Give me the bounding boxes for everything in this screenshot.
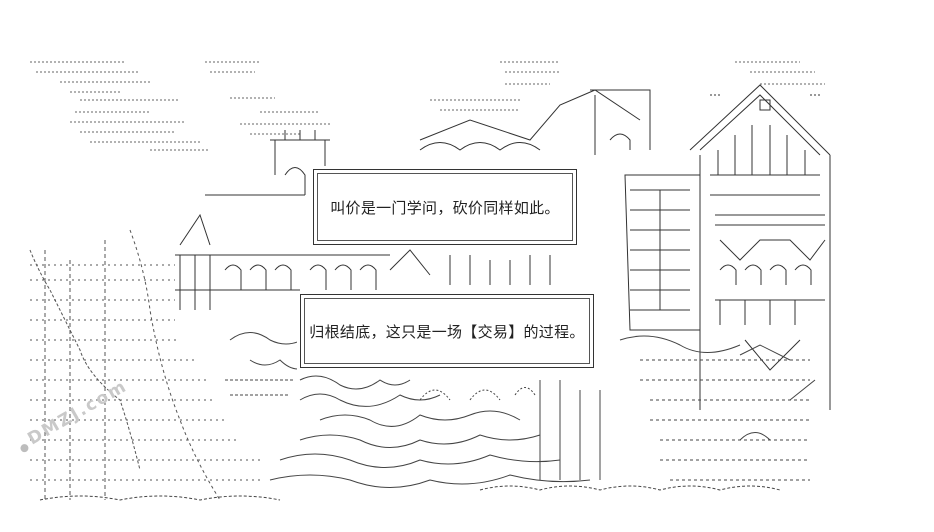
town-rubble — [39, 332, 816, 501]
central-castle — [175, 89, 651, 310]
dialog-box-2: 归根结底，这只是一场【交易】的过程。 — [300, 294, 594, 368]
dialog-box-1-text: 叫价是一门学问，砍价同样如此。 — [330, 198, 560, 217]
left-trees — [29, 229, 260, 501]
right-house — [624, 84, 831, 410]
dialog-box-1: 叫价是一门学问，砍价同样如此。 — [313, 169, 577, 245]
dialog-box-2-text: 归根结底，这只是一场【交易】的过程。 — [309, 322, 585, 341]
dialog-box-2-frame: 归根结底，这只是一场【交易】的过程。 — [304, 298, 590, 364]
dialog-box-1-frame: 叫价是一门学问，砍价同样如此。 — [317, 173, 573, 241]
sky-clouds — [30, 61, 825, 151]
